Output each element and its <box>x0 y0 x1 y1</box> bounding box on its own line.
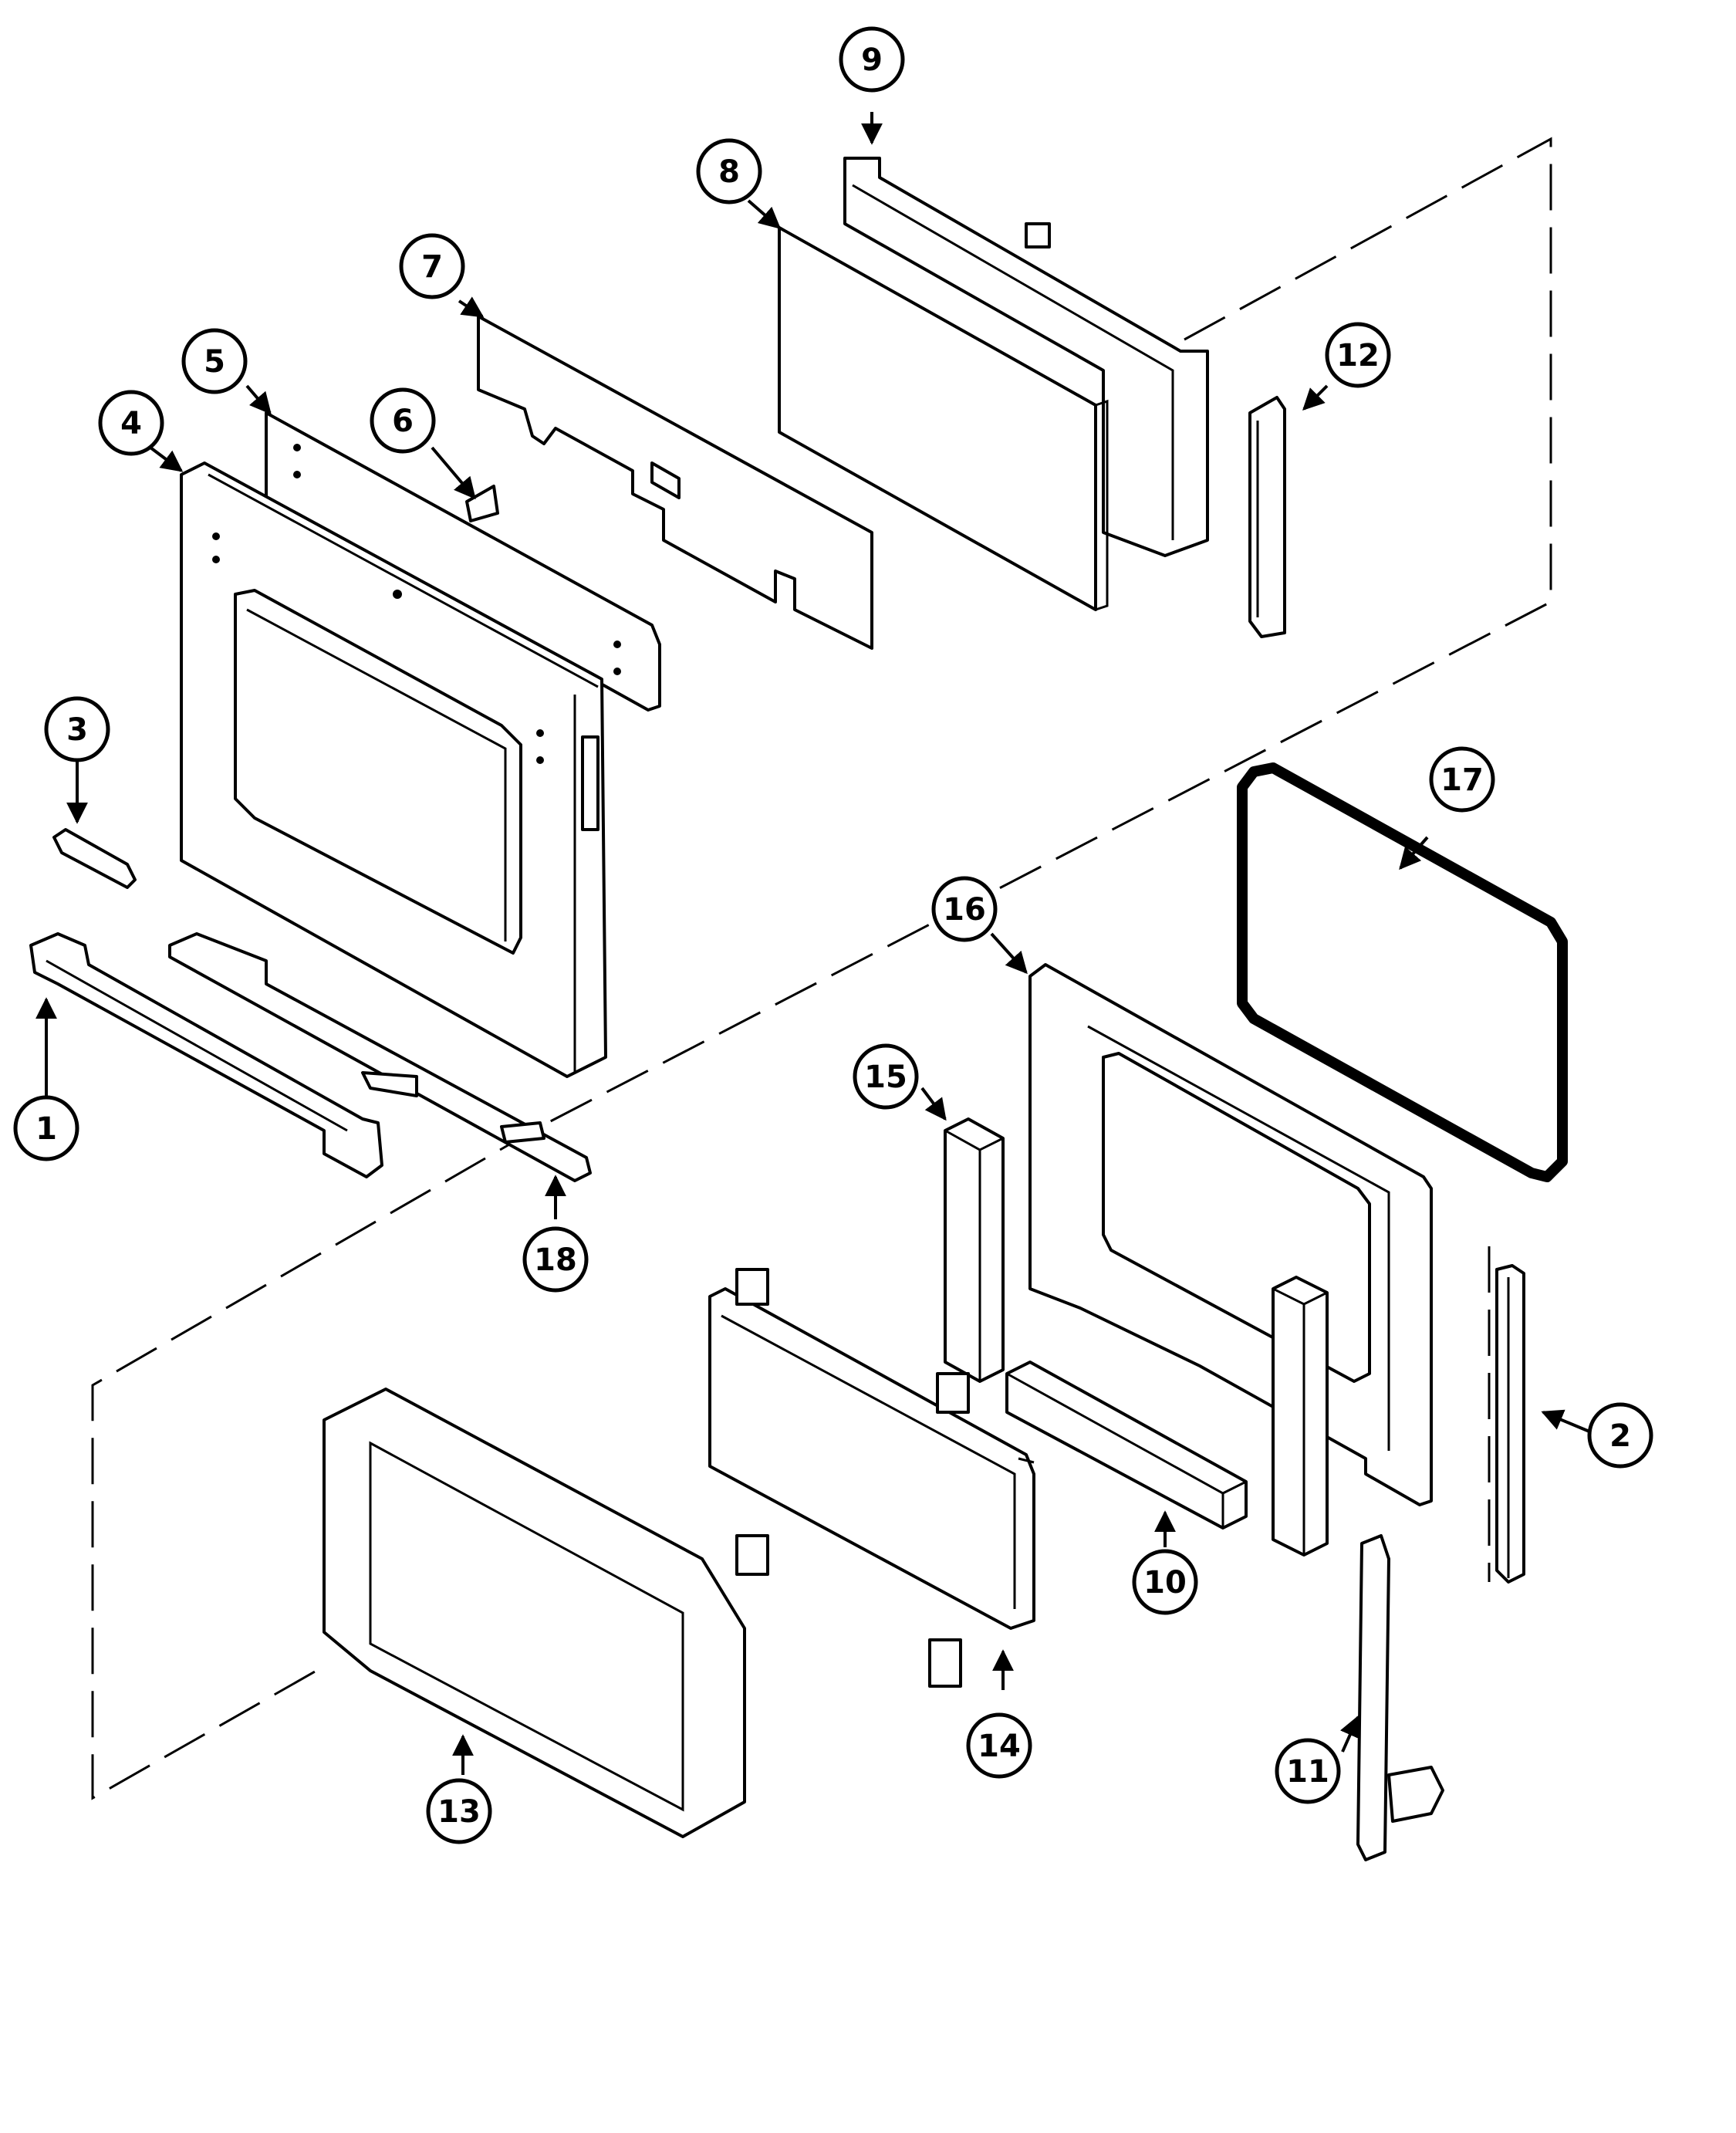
callout-8-label: 8 <box>718 154 740 190</box>
callout-2-label: 2 <box>1609 1418 1631 1454</box>
part-3-badge <box>52 828 137 889</box>
callout-17-label: 17 <box>1440 762 1484 798</box>
callout-6: 6 <box>370 387 436 454</box>
part-13-outer-glass <box>323 1388 746 1838</box>
callout-11: 11 <box>1275 1738 1341 1804</box>
part-4-outer-door-panel <box>180 461 607 1078</box>
callout-10: 10 <box>1132 1549 1198 1615</box>
callout-12-label: 12 <box>1336 338 1380 374</box>
part-18-bottom-trim <box>168 932 592 1182</box>
callout-7: 7 <box>399 233 465 299</box>
callout-15-label: 15 <box>864 1060 907 1095</box>
callout-11-label: 11 <box>1286 1754 1329 1790</box>
callout-14-label: 14 <box>978 1729 1021 1764</box>
callout-16-label: 16 <box>943 892 986 928</box>
leader-lines <box>35 112 1590 1775</box>
callout-2: 2 <box>1587 1402 1653 1469</box>
callout-6-label: 6 <box>392 404 414 439</box>
part-1-handle <box>29 932 383 1178</box>
part-7-insulation-panel <box>477 315 873 650</box>
callout-4: 4 <box>98 390 164 456</box>
part-11-hinge <box>1356 1534 1444 1861</box>
callout-10-label: 10 <box>1143 1565 1187 1601</box>
callout-1-label: 1 <box>35 1111 57 1147</box>
callout-1: 1 <box>13 1095 79 1161</box>
callout-13-label: 13 <box>437 1794 481 1830</box>
callout-12: 12 <box>1325 322 1391 388</box>
callout-9: 9 <box>839 26 905 93</box>
assembly-dashed-lines <box>91 137 1552 1800</box>
part-8-glass-panel <box>778 226 1109 611</box>
part-17-gasket <box>1237 762 1568 1182</box>
callout-15: 15 <box>853 1043 919 1110</box>
part-12-side-channel <box>1248 396 1286 638</box>
callout-8: 8 <box>696 138 762 205</box>
callout-13: 13 <box>426 1778 492 1844</box>
part-10-insulation-upright <box>1272 1276 1329 1557</box>
callout-18-label: 18 <box>534 1242 577 1278</box>
callout-3-label: 3 <box>66 712 88 748</box>
part-10-insulation-bar <box>1005 1361 1248 1530</box>
callout-18: 18 <box>522 1226 589 1293</box>
callout-5-label: 5 <box>204 344 225 380</box>
callout-16: 16 <box>931 876 998 942</box>
callout-17: 17 <box>1429 746 1495 813</box>
part-14-inner-glass-pack <box>708 1268 1035 1688</box>
callout-9-label: 9 <box>861 42 883 78</box>
callout-4-label: 4 <box>120 406 142 441</box>
part-2-side-strip <box>1495 1264 1525 1584</box>
callout-3: 3 <box>44 696 110 762</box>
callout-7-label: 7 <box>421 249 443 285</box>
part-9-bracket-frame <box>843 157 1209 557</box>
callout-5: 5 <box>181 328 248 394</box>
part-6-clip <box>465 485 499 522</box>
callout-14: 14 <box>966 1712 1032 1779</box>
part-15-insulation-block <box>944 1117 1005 1383</box>
